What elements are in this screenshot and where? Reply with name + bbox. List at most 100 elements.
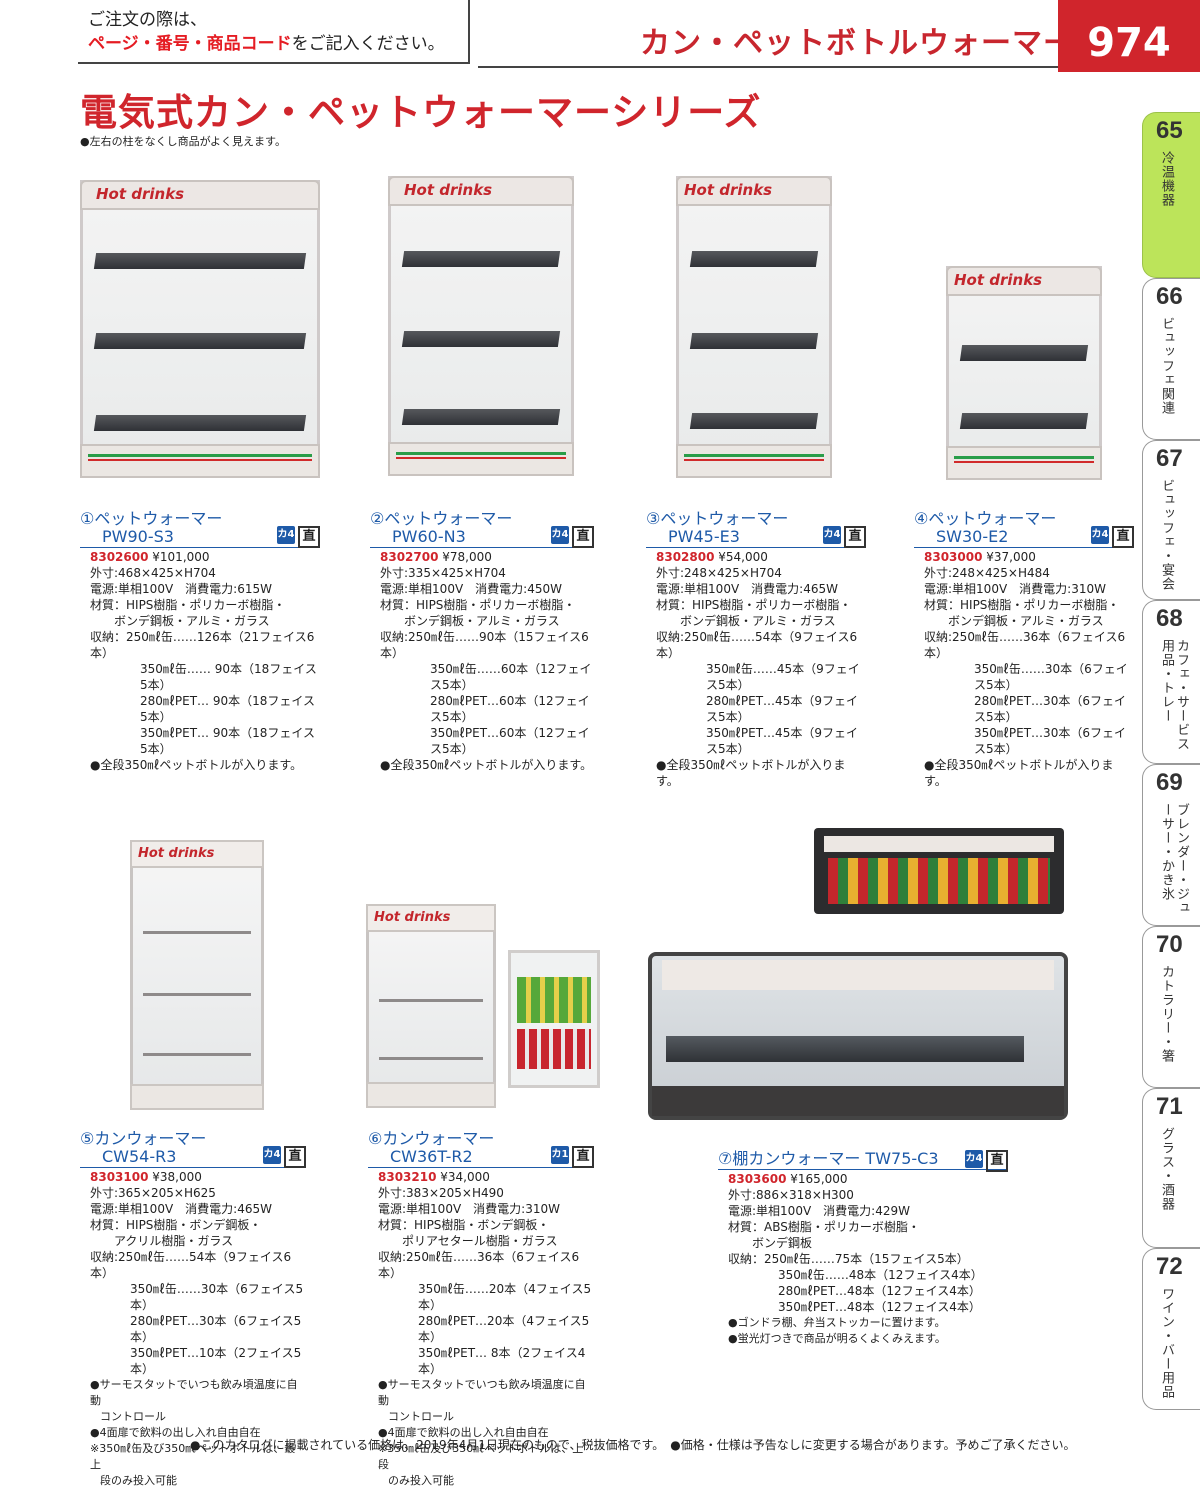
product-note: コントロール (100, 1410, 166, 1423)
tab-label: ワイン・バー用品 (1159, 1287, 1174, 1399)
product-name: ⑦棚カンウォーマー TW75-C3 (718, 1149, 939, 1168)
product-code: 8302600 (90, 550, 149, 564)
notice-highlight: ページ・番号・商品コード (88, 34, 292, 54)
product-material: 材質：HIPS樹脂・ポリカーボ樹脂・ (90, 598, 286, 612)
product-power: 電源:単相100V 消費電力:310W (924, 582, 1106, 596)
product-rule (80, 547, 320, 548)
brand-label: Hot drinks (404, 181, 493, 199)
product-code: 8303100 (90, 1170, 149, 1184)
product-rule (718, 1169, 1008, 1170)
product-capacity: 280㎖PET…60本（12フェイス5本） (430, 694, 590, 724)
product-material: 材質：HIPS樹脂・ポリカーボ樹脂・ (380, 598, 576, 612)
tab-number: 70 (1156, 931, 1183, 958)
product-capacity: 収納:250㎖缶……36本（6フェイス6本） (924, 630, 1126, 660)
page-number: 974 (1058, 0, 1200, 72)
product-size: 外寸:365×205×H625 (90, 1186, 216, 1200)
notice-line-1: ご注文の際は、 (88, 10, 207, 30)
brand-label: Hot drinks (96, 185, 185, 203)
tab-label: ビュッフェ・宴会 (1159, 479, 1174, 591)
product-name: ③ペットウォーマー (646, 509, 789, 528)
kan4-icon: カ4 (277, 526, 295, 544)
product-price: ¥101,000 (152, 550, 210, 564)
product-name: ①ペットウォーマー (80, 509, 223, 528)
tab-72[interactable]: 72 ワイン・バー用品 (1142, 1248, 1200, 1410)
product-capacity: 350㎖PET…10本（2フェイス5本） (130, 1346, 302, 1376)
product-capacity: 350㎖PET… 8本（2フェイス4本） (418, 1346, 586, 1376)
tab-label: ビュッフェ関連 (1159, 317, 1174, 415)
product-capacity: 収納：250㎖缶……75本（15フェイス5本） (728, 1252, 969, 1266)
brand-label: Hot drinks (374, 910, 451, 925)
footer-note: ●このカタログに掲載されている価格は、2019年4月1日現在のもので、税抜価格で… (190, 1438, 1076, 1452)
product-note: コントロール (388, 1410, 454, 1423)
product-material: 材質：HIPS樹脂・ボンデ鋼板・ (90, 1218, 262, 1232)
product-photo-cw36-filled (508, 950, 600, 1088)
product-code: 8302800 (656, 550, 715, 564)
product-capacity: 350㎖PET…30本（6フェイス5本） (974, 726, 1126, 756)
product-capacity: 280㎖PET…20本（4フェイス5本） (418, 1314, 590, 1344)
product-model: CW54-R3 (102, 1147, 177, 1166)
tab-number: 69 (1156, 769, 1183, 796)
product-name: ⑤カンウォーマー (80, 1129, 207, 1148)
product-capacity: 280㎖PET…45本（9フェイス5本） (706, 694, 858, 724)
product-size: 外寸:248×425×H484 (924, 566, 1050, 580)
product-capacity: 350㎖缶……45本（9フェイス5本） (706, 662, 860, 692)
kan4-icon: カ4 (551, 526, 569, 544)
product-code: 8303600 (728, 1172, 787, 1186)
direct-ship-icon: 直 (844, 526, 866, 548)
series-title: 電気式カン・ペットウォーマーシリーズ (80, 91, 762, 134)
product-power: 電源:単相100V 消費電力:465W (90, 1202, 272, 1216)
product-price: ¥37,000 (986, 550, 1036, 564)
product-size: 外寸:248×425×H704 (656, 566, 782, 580)
product-capacity: 280㎖PET…30本（6フェイス5本） (130, 1314, 302, 1344)
product-name: ④ペットウォーマー (914, 509, 1057, 528)
product-capacity: 350㎖PET…60本（12フェイス5本） (430, 726, 590, 756)
product-code: 8302700 (380, 550, 439, 564)
product-power: 電源:単相100V 消費電力:615W (90, 582, 272, 596)
direct-ship-icon: 直 (572, 1146, 594, 1168)
product-code: 8303210 (378, 1170, 437, 1184)
product-material: ポリアセタール樹脂・ガラス (402, 1234, 558, 1248)
product-capacity: 収納:250㎖缶……54本（9フェイス6本） (90, 1250, 292, 1280)
product-note: のみ投入可能 (388, 1474, 454, 1487)
product-material: 材質：HIPS樹脂・ボンデ鋼板・ (378, 1218, 550, 1232)
product-material: 材質：HIPS樹脂・ポリカーボ樹脂・ (656, 598, 852, 612)
notice-rest: をご記入ください。 (291, 34, 445, 54)
product-photo-cw54: Hot drinks (130, 840, 264, 1110)
product-capacity: 収納:250㎖缶……90本（15フェイス6本） (380, 630, 589, 660)
brand-label: Hot drinks (954, 271, 1043, 289)
kan4-icon: カ4 (823, 526, 841, 544)
product-rule (646, 547, 866, 548)
tab-number: 72 (1156, 1253, 1183, 1280)
product-size: 外寸:335×425×H704 (380, 566, 506, 580)
product-photo-tw75 (648, 952, 1068, 1120)
tab-66[interactable]: 66 ビュッフェ関連 (1142, 278, 1200, 440)
product-name: ②ペットウォーマー (370, 509, 513, 528)
product-photo-tw75-loaded (814, 828, 1064, 914)
product-note: ●4面扉で飲料の出し入れ自由自在 (90, 1426, 261, 1439)
product-size: 外寸:383×205×H490 (378, 1186, 504, 1200)
direct-ship-icon: 直 (986, 1150, 1008, 1172)
kan1-icon: カ1 (551, 1146, 569, 1164)
product-note: ※350㎖缶及び350㎖ペットボトルは、最上 (90, 1442, 296, 1471)
product-note: ●蛍光灯つきで商品が明るくよくみえます。 (728, 1332, 946, 1345)
product-note: ●サーモスタットでいつも飲み頃温度に自動 (90, 1378, 298, 1407)
product-capacity: 350㎖PET…45本（9フェイス5本） (706, 726, 858, 756)
product-photo-sw30: Hot drinks (946, 266, 1102, 480)
tab-number: 66 (1156, 283, 1183, 310)
product-capacity: 350㎖缶……30本（6フェイス5本） (974, 662, 1128, 692)
product-note: ●全段350㎖ペットボトルが入ります。 (380, 758, 593, 772)
product-note: ●全段350㎖ペットボトルが入ります。 (924, 758, 1114, 788)
product-note: ●サーモスタットでいつも飲み頃温度に自動 (378, 1378, 586, 1407)
product-power: 電源:単相100V 消費電力:465W (656, 582, 838, 596)
